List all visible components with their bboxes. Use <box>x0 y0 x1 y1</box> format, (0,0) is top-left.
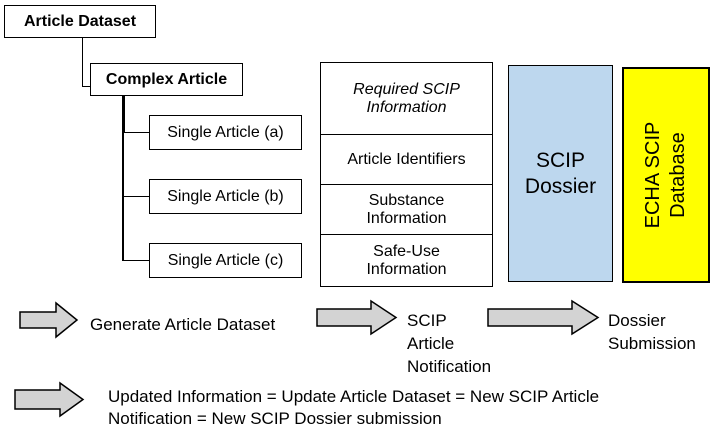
tree-trunk-thick-segment <box>121 96 125 133</box>
substance-information-label: Substance Information <box>366 191 447 227</box>
single-article-b-label: Single Article (b) <box>167 187 284 205</box>
safe-use-information-label: Safe-Use Information <box>366 242 447 278</box>
info-table-row-article-identifiers: Article Identifiers <box>321 134 492 184</box>
single-article-b-box: Single Article (b) <box>149 179 302 214</box>
connector-line-dataset-vertical <box>81 38 83 87</box>
arrow-shape-step2 <box>316 299 398 336</box>
tree-trunk-line <box>122 133 124 261</box>
single-article-c-label: Single Article (c) <box>167 251 284 269</box>
article-dataset-label: Article Dataset <box>23 12 137 30</box>
complex-article-box: Complex Article <box>90 63 243 96</box>
dossier-submission-label: Dossier Submission <box>608 311 696 353</box>
connector-line-dataset-horizontal <box>81 85 91 87</box>
echa-scip-database-text: ECHA SCIP Database <box>622 69 710 281</box>
info-table-row-substance-information: Substance Information <box>321 184 492 234</box>
info-table-header: Required SCIP Information <box>321 63 492 134</box>
update-note-line1: Updated Information = Update Article Dat… <box>108 387 600 406</box>
right-arrow-icon <box>19 301 79 339</box>
tree-branch-line-c <box>123 259 149 261</box>
update-note-line2: Notification = New SCIP Dossier submissi… <box>108 408 442 428</box>
right-arrow-icon <box>14 381 85 418</box>
right-arrow-icon <box>487 299 600 336</box>
arrow-shape-step1 <box>19 301 79 339</box>
article-identifiers-label: Article Identifiers <box>347 150 466 168</box>
info-table-row-safe-use-information: Safe-Use Information <box>321 234 492 286</box>
scip-article-notification-label: SCIP Article Notification <box>407 311 492 376</box>
arrow-shape-step3 <box>487 299 600 336</box>
echa-scip-database-label: ECHA SCIP Database <box>642 121 689 229</box>
scip-dossier-label: SCIP Dossier <box>524 148 597 198</box>
tree-branch-line-a <box>123 131 149 133</box>
scip-dossier-box: SCIP Dossier <box>508 65 613 282</box>
single-article-c-box: Single Article (c) <box>149 243 302 278</box>
right-arrow-icon <box>316 299 398 336</box>
arrow-shape-update <box>14 381 85 418</box>
single-article-a-box: Single Article (a) <box>149 115 302 150</box>
article-dataset-box: Article Dataset <box>4 5 156 38</box>
info-table-header-label: Required SCIP Information <box>353 80 460 116</box>
update-note: Updated Information = Update Article Dat… <box>108 386 599 429</box>
echa-scip-database-box <box>622 67 710 283</box>
complex-article-label: Complex Article <box>105 70 228 88</box>
single-article-a-label: Single Article (a) <box>167 123 284 141</box>
generate-article-dataset-label: Generate Article Dataset <box>90 315 276 334</box>
tree-branch-line-b <box>123 195 149 197</box>
required-scip-information-table: Required SCIP Information Article Identi… <box>320 62 493 287</box>
